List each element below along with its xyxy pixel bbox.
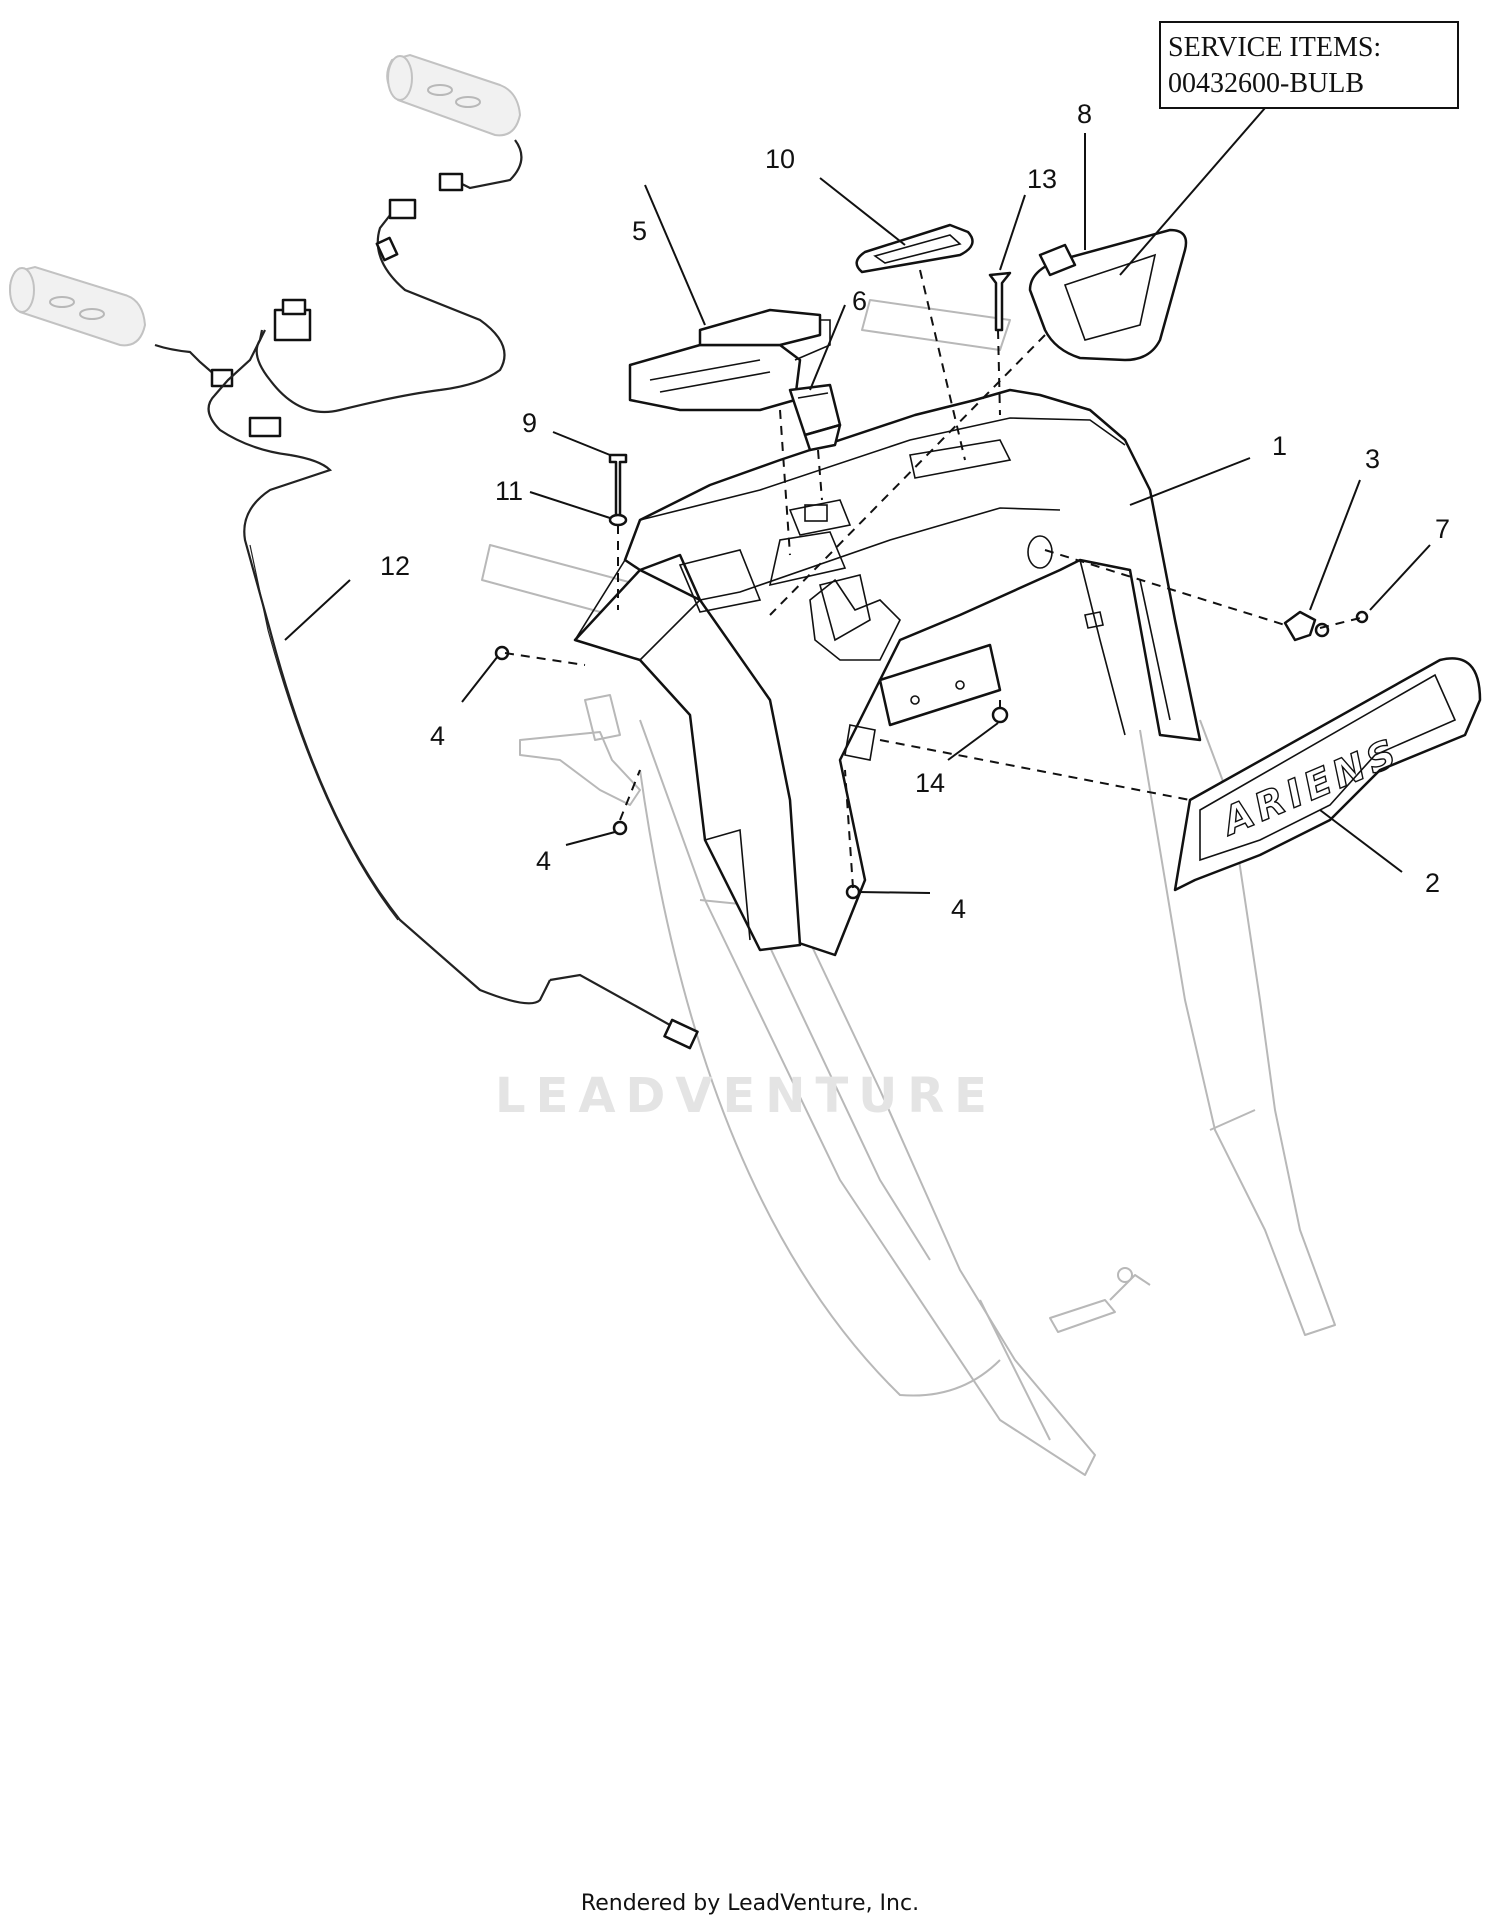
service-items-part-number: 00432600-BULB — [1168, 68, 1364, 99]
rocker-switch-part-6 — [788, 383, 842, 452]
light-lens-part-10 — [855, 223, 974, 274]
heated-grip-upper — [386, 53, 522, 137]
callout-2: 2 — [1425, 868, 1440, 898]
callout-8: 8 — [1077, 99, 1092, 129]
callout-labels: 1 2 3 4 4 4 4 5 6 7 8 9 10 11 12 13 14 — [380, 99, 1450, 924]
service-items-title: SERVICE ITEMS: — [1168, 32, 1381, 63]
assembly-lines — [504, 269, 1361, 889]
callout-6: 6 — [852, 286, 867, 316]
hardware — [494, 271, 1369, 900]
headlight-part-8 — [1028, 228, 1188, 362]
switch-cover-part-5 — [628, 308, 831, 412]
callout-1: 1 — [1272, 431, 1287, 461]
callout-10: 10 — [765, 144, 795, 174]
callout-7: 7 — [1435, 514, 1450, 544]
callout-11: 11 — [495, 476, 523, 506]
callout-14: 14 — [915, 768, 945, 798]
callout-9: 9 — [522, 408, 537, 438]
wiring-harness — [154, 139, 699, 1050]
callout-4-lower-left: 4 — [536, 846, 551, 876]
callout-13: 13 — [1027, 164, 1057, 194]
heated-grip-lower — [9, 265, 147, 347]
callout-12: 12 — [380, 551, 410, 581]
callout-4-lower-right: 4 — [951, 894, 966, 924]
watermark-text: LEADVENTURE — [495, 1068, 997, 1124]
service-items-box: SERVICE ITEMS: 00432600-BULB — [1159, 21, 1459, 109]
watermark: LEADVENTURE — [495, 1068, 997, 1124]
callout-3: 3 — [1365, 444, 1380, 474]
dashboard-housing — [573, 388, 1202, 957]
callout-5: 5 — [632, 216, 647, 246]
callout-4-left: 4 — [430, 721, 445, 751]
footer-credit: Rendered by LeadVenture, Inc. — [581, 1891, 919, 1916]
leader-lines — [284, 107, 1431, 894]
